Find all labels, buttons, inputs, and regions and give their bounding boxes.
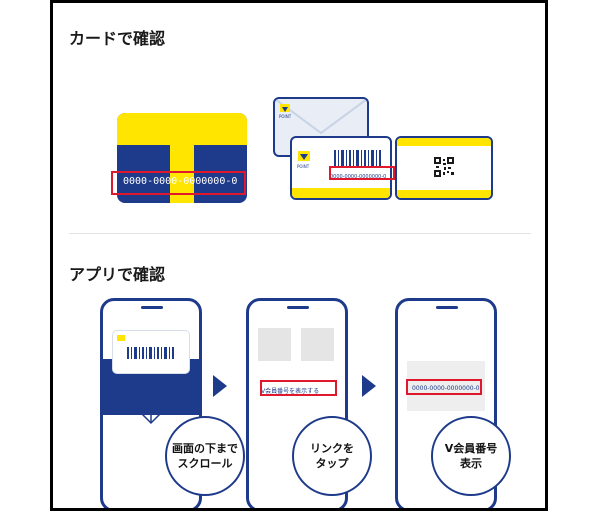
show-v-number-link[interactable]: V会員番号を表示する <box>261 388 320 395</box>
t-card-number-highlight <box>111 171 246 195</box>
qr-code-icon <box>434 157 454 177</box>
step-1-label-text: 画面の下まで スクロール <box>172 442 238 470</box>
section-divider <box>69 233 531 234</box>
t-card-number: 0000-0000-0000000-0 <box>123 176 238 187</box>
step-arrow-icon <box>362 375 376 397</box>
v-card-mark-icon <box>300 154 308 160</box>
phone-notch <box>141 306 163 309</box>
v-card-qr-image <box>395 136 493 200</box>
scroll-down-arrow-icon <box>141 399 161 425</box>
v-number-highlight <box>406 379 482 395</box>
v-card-qr-top-stripe <box>397 138 491 146</box>
step-3-label: V会員番号 表示 <box>431 416 511 496</box>
phone-notch <box>436 306 458 309</box>
barcode-icon <box>334 150 381 166</box>
app-tile-left <box>258 328 291 361</box>
envelope-lines-icon <box>275 99 367 135</box>
v-card-front-image: POINT 0000-0000-0000000-0 <box>290 136 392 200</box>
t-logo-icon <box>170 131 194 203</box>
app-tile-right <box>301 328 334 361</box>
v-card-yellow-stripe <box>292 188 390 198</box>
step-1-label: 画面の下まで スクロール <box>165 416 245 496</box>
phone-notch <box>287 306 309 309</box>
v-number-panel <box>407 361 485 411</box>
v-card-number-highlight <box>329 166 395 180</box>
phone-step-1 <box>100 298 202 508</box>
app-card-logo-icon <box>117 335 125 341</box>
card-section-heading: カードで確認 <box>69 29 166 48</box>
v-card-qr-bottom-stripe <box>397 190 491 198</box>
t-card-image: 0000-0000-0000000-0 <box>117 113 247 203</box>
v-member-number: 0000-0000-0000000-0 <box>412 385 480 392</box>
v-point-number-guide: カードで確認 0000-0000-0000000-0 POINT POINT <box>50 0 548 511</box>
v-card-logo-text: POINT <box>297 164 310 169</box>
step-2-label-text: リンクを タップ <box>310 442 354 470</box>
step-3-label-text: V会員番号 表示 <box>444 442 498 470</box>
link-highlight <box>260 380 337 396</box>
v-mark-icon <box>282 107 288 112</box>
app-card-preview <box>113 331 189 373</box>
app-barcode-icon <box>127 347 174 359</box>
v-card-back-logo-text: POINT <box>279 114 292 119</box>
app-section-heading: アプリで確認 <box>69 265 166 284</box>
v-card-number: 0000-0000-0000000-0 <box>330 174 387 180</box>
step-arrow-icon <box>213 375 227 397</box>
step-2-label: リンクを タップ <box>292 416 372 496</box>
